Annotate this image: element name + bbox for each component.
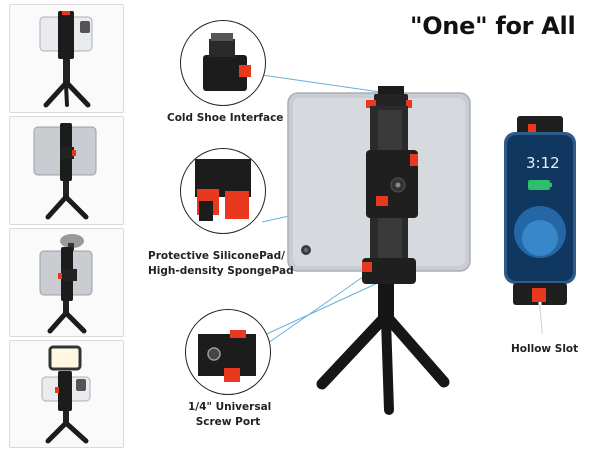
lower-clamp	[362, 258, 416, 284]
screw-port-detail-icon	[198, 330, 256, 382]
cold-shoe-detail-circle	[180, 20, 266, 106]
tripod-legs	[316, 312, 450, 415]
screw-port-detail-circle	[185, 309, 271, 395]
thumbnail-tablet-mic-tripod[interactable]	[9, 228, 124, 337]
tripod-with-phone-icon	[39, 11, 93, 108]
center-clamp	[366, 150, 418, 218]
cold-shoe-mount	[366, 86, 412, 108]
cold-shoe-detail-icon	[203, 33, 251, 91]
phone-mount	[504, 116, 576, 335]
pad-label-line2: High-density SpongePad	[148, 265, 294, 277]
thumbnail-phone-tripod[interactable]	[9, 4, 124, 113]
cold-shoe-label: Cold Shoe Interface	[167, 112, 284, 124]
thumbnail-column	[9, 4, 124, 448]
pad-detail-circle	[180, 148, 266, 234]
thumbnail-tablet-tripod[interactable]	[9, 116, 124, 225]
leader-line-screw	[257, 281, 381, 339]
pad-label-line1: Protective SiliconePad/	[148, 250, 285, 262]
tripod-with-tablet-and-mic-icon	[39, 234, 93, 334]
tripod-with-phone-and-light-icon	[41, 345, 91, 444]
leader-line-cold-shoe	[261, 74, 381, 93]
thumbnail-phone-light-tripod[interactable]	[9, 340, 124, 448]
screw-label-line2: Screw Port	[195, 416, 261, 428]
headline: "One" for All	[410, 12, 576, 40]
hollow-slot-label: Hollow Slot	[511, 343, 579, 355]
pad-detail-icon	[195, 159, 251, 221]
phone-time: 3:12	[526, 154, 560, 172]
screw-label-line1: 1/4" Universal	[188, 401, 272, 413]
tripod-with-tablet-icon	[33, 123, 97, 220]
